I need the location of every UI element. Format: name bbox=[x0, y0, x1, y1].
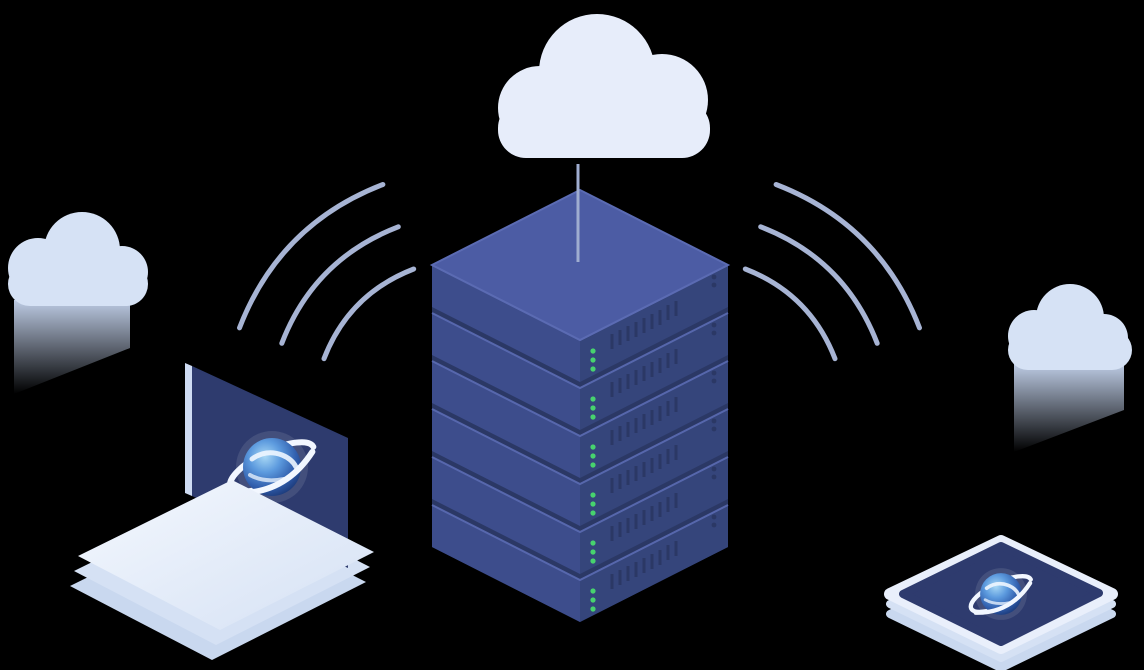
laptop-base bbox=[78, 480, 374, 630]
wifi-arcs-right bbox=[742, 182, 922, 362]
tablet bbox=[884, 535, 1118, 670]
signal-arc bbox=[742, 266, 838, 362]
server-top-face bbox=[429, 188, 731, 342]
signal-arc bbox=[279, 224, 401, 346]
cloud-base bbox=[1008, 330, 1132, 370]
signal-arc bbox=[321, 266, 417, 362]
cloud-base bbox=[498, 100, 710, 158]
laptop-screen-edge bbox=[185, 363, 192, 496]
cloud-right bbox=[1008, 284, 1132, 452]
cloud-left-trail bbox=[14, 300, 130, 394]
wifi-arcs-left bbox=[237, 182, 417, 362]
cloud-base bbox=[8, 262, 148, 306]
signal-arc bbox=[758, 224, 880, 346]
cloud-top bbox=[498, 14, 710, 158]
signal-arc bbox=[773, 182, 922, 331]
cloud-left bbox=[8, 212, 148, 394]
server-tower bbox=[429, 164, 731, 624]
signal-arc bbox=[237, 182, 386, 331]
laptop bbox=[70, 363, 374, 660]
cloud-right-trail bbox=[1014, 364, 1124, 452]
